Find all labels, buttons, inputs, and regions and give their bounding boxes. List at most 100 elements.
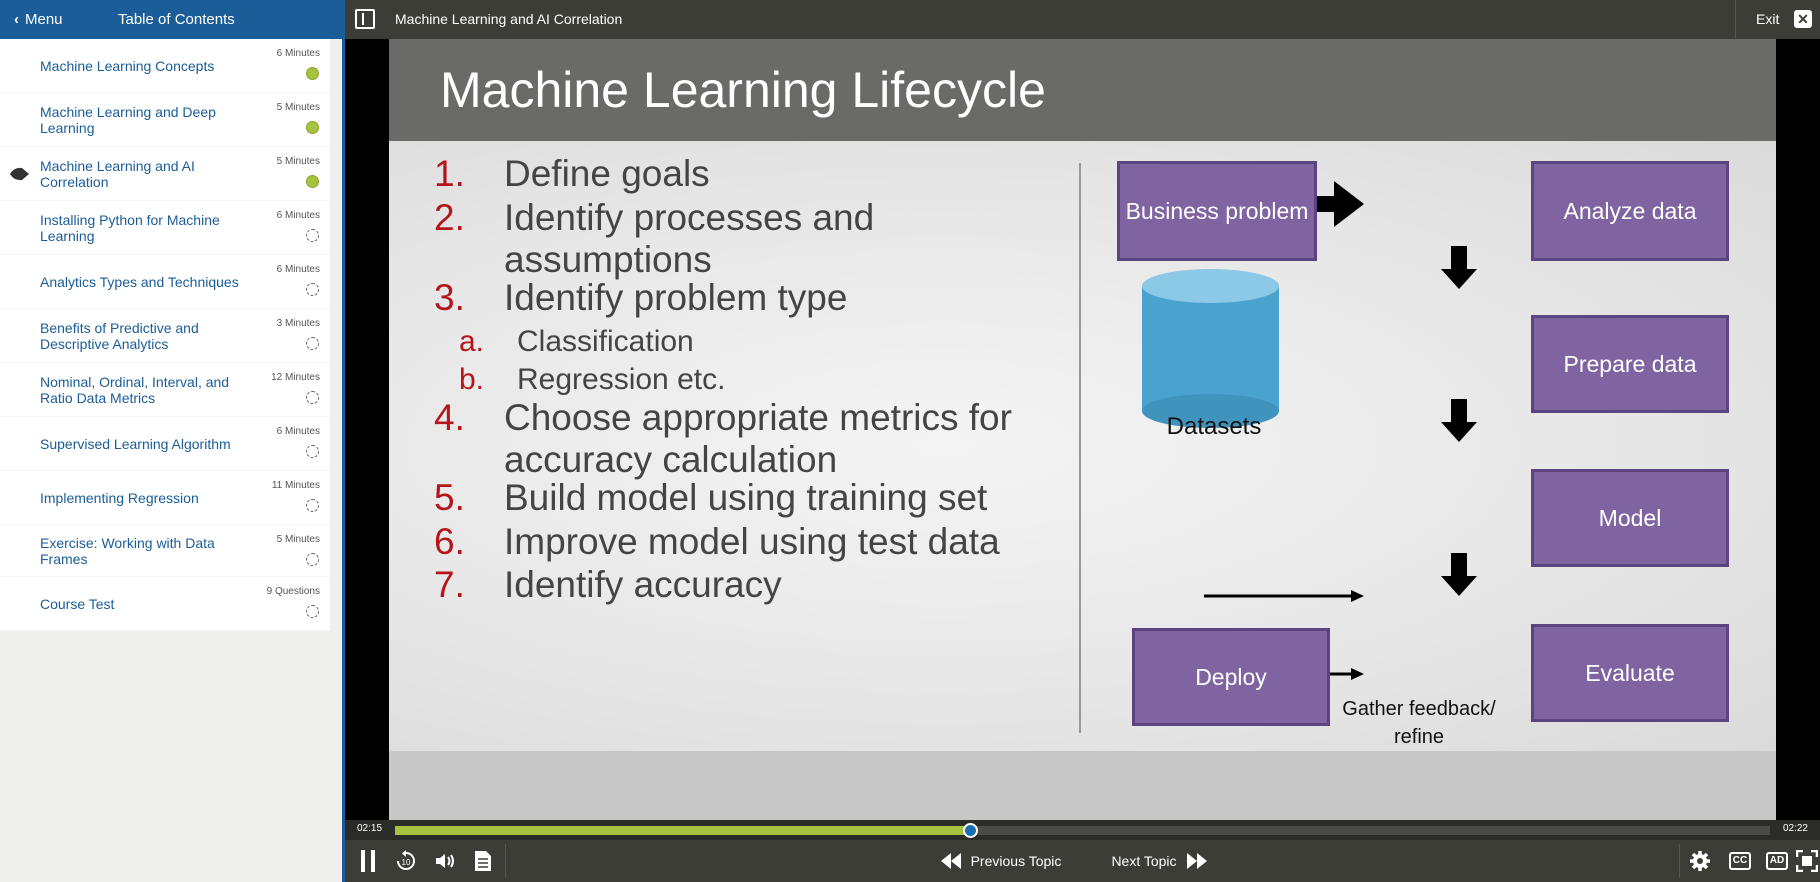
sidebar-toggle-icon[interactable] [355, 9, 375, 29]
toc-item-label: Machine Learning Concepts [40, 57, 215, 74]
toc-item[interactable]: Machine Learning Concepts 6 Minutes [0, 39, 330, 93]
toc-item[interactable]: Course Test 9 Questions [0, 577, 330, 631]
toc-item-label: Installing Python for Machine Learning [40, 211, 220, 244]
step-number: b. [459, 363, 485, 396]
prepare-data-box: Prepare data [1531, 315, 1729, 413]
toc-item-label: Machine Learning and AI Correlation [40, 157, 195, 190]
toc-item-duration: 6 Minutes [276, 210, 320, 221]
step-text: Choose appropriate metrics for accuracy … [504, 397, 1012, 480]
volume-icon [436, 854, 454, 868]
evaluate-box: Evaluate [1531, 624, 1729, 722]
datasets-cylinder [1142, 269, 1279, 428]
audio-description-button[interactable]: AD [1762, 840, 1792, 882]
total-time: 02:22 [1782, 823, 1808, 834]
transcript-button[interactable] [468, 840, 498, 882]
next-topic-label: Next Topic [1111, 853, 1177, 869]
top-bar: Machine Learning and AI Correlation Exit… [345, 0, 1820, 39]
seek-bar[interactable] [395, 823, 1770, 838]
not-started-status-icon [306, 229, 319, 242]
closed-captions-button[interactable]: CC [1725, 840, 1755, 882]
pause-icon [361, 850, 365, 872]
progress-row: 02:15 02:22 [345, 820, 1820, 840]
toc-item-duration: 6 Minutes [276, 426, 320, 437]
toc-item-duration: 6 Minutes [276, 48, 320, 59]
settings-button[interactable] [1685, 840, 1715, 882]
toc-item-duration: 6 Minutes [276, 264, 320, 275]
model-box: Model [1531, 469, 1729, 567]
menu-label: Menu [25, 11, 63, 28]
diagram-arrows [1142, 181, 1477, 680]
step-text: Classification [517, 325, 694, 358]
rewind-seconds: 10 [402, 858, 411, 867]
slide-header: Machine Learning Lifecycle [389, 39, 1776, 141]
sidebar-header: ‹Menu Table of Contents [0, 0, 345, 39]
current-time: 02:15 [357, 823, 383, 834]
toc-item-duration: 3 Minutes [276, 318, 320, 329]
menu-button[interactable]: ‹Menu [14, 0, 63, 39]
toc-item-label: Machine Learning and Deep Learning [40, 103, 216, 136]
toc-item-duration: 5 Minutes [276, 102, 320, 113]
not-started-status-icon [306, 499, 319, 512]
pause-icon-bar [371, 850, 375, 872]
toc-item-label: Benefits of Predictive and Descriptive A… [40, 319, 199, 352]
fullscreen-icon [1796, 850, 1818, 872]
next-topic-button[interactable]: Next Topic [1105, 840, 1215, 882]
cc-icon: CC [1728, 852, 1752, 870]
feedback-label: Gather feedback/ refine [1342, 698, 1496, 748]
down-arrow-2 [1441, 399, 1477, 442]
controls-divider-right [1679, 844, 1680, 878]
step-text: Identify problem type [504, 277, 848, 318]
step-number: 5. [434, 477, 465, 518]
toc-item[interactable]: Analytics Types and Techniques 6 Minutes [0, 255, 330, 309]
not-started-status-icon [306, 553, 319, 566]
step-text: Identify processes and assumptions [504, 197, 875, 280]
step-number: a. [459, 325, 485, 358]
toc-item[interactable]: Benefits of Predictive and Descriptive A… [0, 309, 330, 363]
completed-status-icon [306, 121, 319, 134]
next-icon [1186, 853, 1207, 869]
datasets-label: Datasets [1166, 413, 1262, 440]
rewind-10-button[interactable]: 10 [391, 840, 421, 882]
previous-icon [940, 853, 961, 869]
video-area[interactable]: Machine Learning Lifecycle 1.Define goal… [345, 39, 1820, 820]
gear-icon [1690, 851, 1710, 871]
step-text: Regression etc. [517, 363, 726, 396]
document-icon [475, 851, 491, 871]
toc-item[interactable]: Machine Learning and Deep Learning 5 Minu… [0, 93, 330, 147]
step-number: 3. [434, 277, 465, 318]
step-number: 7. [434, 564, 465, 605]
toc-item-label: Supervised Learning Algorithm [40, 435, 231, 452]
pause-button[interactable] [353, 840, 383, 882]
slide-title: Machine Learning Lifecycle [440, 62, 1046, 118]
slide-divider [1079, 163, 1081, 733]
controls-divider [505, 844, 506, 878]
seek-bar-fill [395, 826, 971, 835]
fullscreen-button[interactable] [1792, 840, 1820, 882]
not-started-status-icon [306, 391, 319, 404]
slide: Machine Learning Lifecycle 1.Define goal… [389, 39, 1776, 820]
completed-status-icon [306, 67, 319, 80]
toc-item-label: Analytics Types and Techniques [40, 273, 239, 290]
previous-topic-button[interactable]: Previous Topic [930, 840, 1070, 882]
not-started-status-icon [306, 445, 319, 458]
toc-item[interactable]: Supervised Learning Algorithm 6 Minutes [0, 417, 330, 471]
toc-item[interactable]: Nominal, Ordinal, Interval, and Ratio Da… [0, 363, 330, 417]
close-icon[interactable]: ✕ [1794, 10, 1812, 28]
toc-item-label: Course Test [40, 595, 115, 612]
toc-item-duration: 9 Questions [266, 586, 320, 597]
step-number: 1. [434, 153, 465, 194]
down-arrow-3 [1441, 553, 1477, 596]
step-text: Improve model using test data [504, 521, 1000, 562]
toc-item[interactable]: Installing Python for Machine Learning 6 … [0, 201, 330, 255]
rewind-icon: 10 [397, 850, 415, 870]
step-text: Build model using training set [504, 477, 988, 518]
seek-bar-handle[interactable] [963, 823, 979, 838]
deploy-box: Deploy [1132, 628, 1330, 726]
exit-button[interactable]: Exit [1756, 11, 1780, 27]
volume-button[interactable] [430, 840, 460, 882]
step-number: 6. [434, 521, 465, 562]
